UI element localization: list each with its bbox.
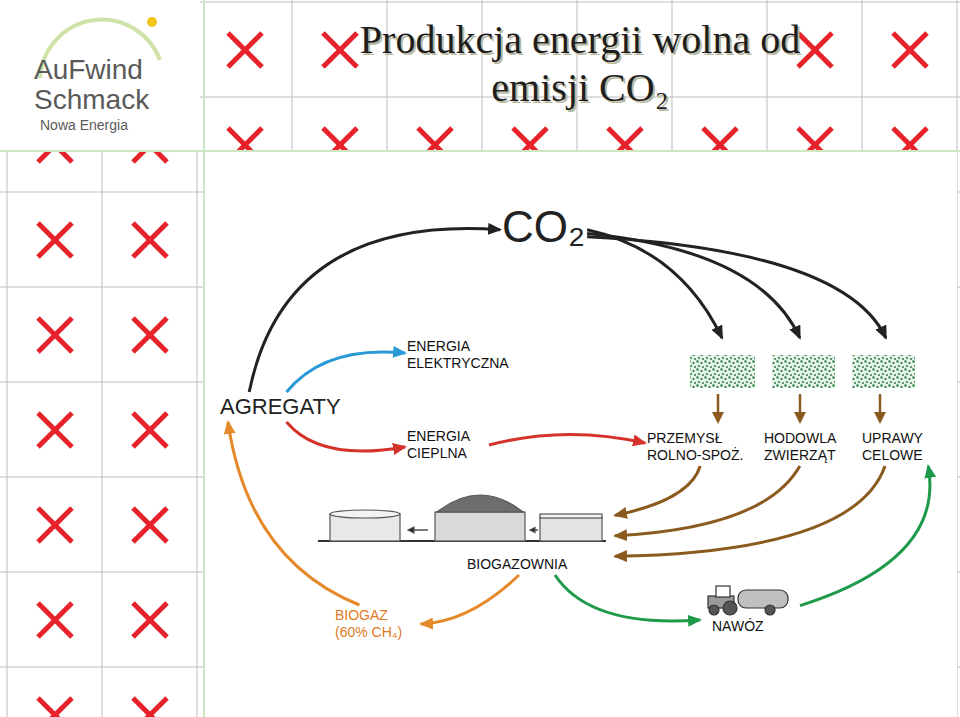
source-label: UPRAWY CELOWE [850, 338, 942, 466]
flow-arrow [228, 422, 359, 605]
output-label: ENERGIA ELEKTRYCZNA [405, 336, 517, 374]
logo-ground [0, 0, 200, 150]
node-text: HODOWLA ZWIERZĄT [764, 430, 850, 464]
generator-label: AGREGATY [218, 392, 343, 422]
gas-output-label: BIOGAZ (60% CH₄) [333, 605, 421, 643]
flow-arrow [587, 230, 722, 338]
tractor-icon [708, 586, 788, 615]
flow-arrow [555, 575, 700, 621]
logo-sun [147, 17, 157, 27]
flow-arrow [287, 422, 406, 451]
page-title: Produkcja energii wolna od emisji CO₂ [355, 16, 805, 112]
flow-arrow [287, 352, 406, 392]
plant-icon [852, 355, 915, 388]
frame-line [203, 0, 205, 717]
flow-arrow [615, 466, 800, 536]
flow-arrow [489, 434, 645, 445]
plant-icon [690, 355, 755, 388]
flow-arrow [615, 466, 885, 556]
logo-text: Nowa Energia [40, 116, 128, 134]
node-text: ENERGIA CIEPLNA [407, 428, 487, 462]
node-text: NAWÓZ [712, 618, 798, 635]
node-text: CO₂ [502, 202, 585, 252]
logo-text: Schmack [34, 84, 149, 116]
node-text: AGREGATY [220, 394, 341, 420]
flow-arrow [587, 237, 886, 338]
gas-label: CO₂ [500, 200, 587, 254]
node-text: ENERGIA ELEKTRYCZNA [407, 338, 515, 372]
source-label: HODOWLA ZWIERZĄT [762, 338, 852, 466]
feed-arrows [712, 394, 886, 424]
plant-box: BIOGAZOWNIA [315, 486, 615, 575]
node-text: BIOGAZOWNIA [467, 556, 613, 573]
biogas-plant [318, 495, 606, 541]
source-label: PRZEMYSŁ ROLNO-SPOŻ. [645, 338, 760, 466]
output-label: ENERGIA CIEPLNA [405, 426, 489, 464]
frame-line [0, 150, 960, 152]
flow-arrow [587, 234, 800, 339]
logo-text: AuFwind [34, 54, 143, 86]
plant-icon [772, 355, 835, 388]
fertilizer-box: NAWÓZ [700, 580, 800, 637]
diagram-ground [205, 152, 957, 717]
flow-arrow [800, 466, 930, 606]
flow-arrow [615, 466, 700, 515]
node-text: BIOGAZ (60% CH₄) [335, 607, 419, 641]
node-text: UPRAWY CELOWE [862, 430, 940, 464]
node-text: PRZEMYSŁ ROLNO-SPOŻ. [647, 430, 758, 464]
flow-arrow [421, 575, 519, 624]
